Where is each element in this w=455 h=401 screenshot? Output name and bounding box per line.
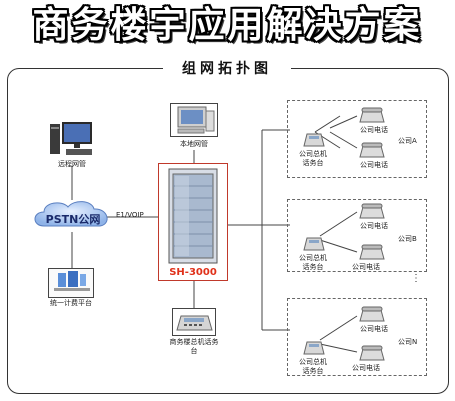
console-icon (176, 315, 213, 331)
company-console-label: 公司总机话务台 (299, 358, 327, 375)
company-phone-label: 公司电话 (360, 325, 388, 333)
company-console-icon (303, 341, 325, 355)
company-phone-label: 公司电话 (360, 126, 388, 134)
company-console-icon (303, 237, 325, 251)
diagram-subtitle: 组网拓扑图 (163, 60, 291, 78)
company-name-label: 公司A (398, 137, 417, 145)
computer-icon (50, 122, 92, 155)
company-phone-label: 公司电话 (360, 222, 388, 230)
company-console-label: 公司总机话务台 (299, 254, 327, 271)
computer-icon (177, 106, 215, 134)
pstn-label: PSTN公网 (45, 213, 101, 226)
page-title: 商务楼宇应用解决方案 (32, 5, 423, 46)
company-console-icon (303, 133, 325, 147)
remote-admin-node: 远程网管 (48, 118, 96, 168)
company-name-label: 公司B (398, 235, 417, 243)
billing-icon (54, 271, 90, 291)
company-b-group (287, 199, 427, 272)
more-companies-ellipsis: ⋮ (411, 273, 421, 284)
server-cabinet-icon (168, 168, 218, 264)
main-switch-label: SH-3000 (169, 267, 217, 278)
pstn-cloud-icon (34, 201, 108, 227)
remote-admin-label: 远程网管 (58, 160, 86, 168)
company-console-label: 公司总机话务台 (299, 150, 327, 167)
local-admin-label: 本地网管 (180, 140, 208, 148)
company-name-label: 公司N (398, 338, 418, 346)
company-phone-label: 公司电话 (352, 263, 380, 271)
phone-icon (359, 244, 385, 260)
company-phone-label: 公司电话 (360, 161, 388, 169)
phone-icon (359, 306, 385, 322)
phone-icon (359, 107, 385, 123)
phone-icon (359, 203, 385, 219)
phone-icon (359, 345, 385, 361)
phone-icon (359, 142, 385, 158)
company-n-group (287, 298, 427, 376)
link-protocol-label: E1/VOIP (116, 211, 144, 219)
billing-label: 统一计费平台 (50, 299, 92, 307)
company-phone-label: 公司电话 (352, 364, 380, 372)
building-console-label: 商务楼总机话务台 (169, 338, 219, 355)
company-a-group (287, 100, 427, 178)
